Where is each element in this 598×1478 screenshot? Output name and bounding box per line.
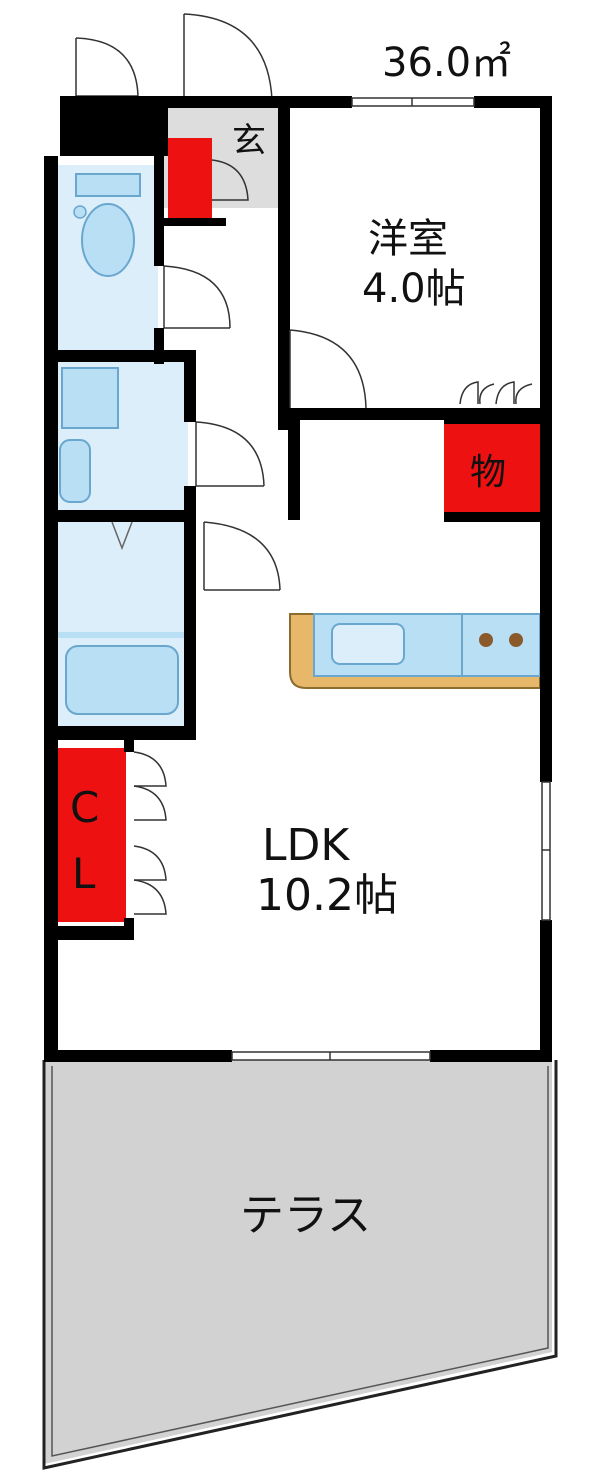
- terrace: [42, 1060, 558, 1470]
- terrace-railing: [42, 1060, 558, 1470]
- storage-blocks: [58, 138, 542, 922]
- terrace-floor: [44, 1060, 552, 1464]
- genkan-label: 玄: [232, 121, 266, 161]
- closet-cl: [58, 748, 126, 922]
- window-terrace: [231, 1051, 431, 1061]
- toilet-bowl-icon: [81, 203, 135, 277]
- terrace-railing-inner: [51, 1066, 549, 1457]
- ldk-size: 10.2帖: [256, 870, 398, 921]
- labels: 36.0㎡ 玄 洋室 4.0帖 物 C L LDK 10.2帖 テラス: [70, 40, 511, 1241]
- storage-label: 物: [470, 452, 506, 493]
- kitchen-sink-icon: [331, 623, 405, 665]
- western-room-size: 4.0帖: [362, 266, 466, 312]
- wash-basin-icon: [59, 439, 91, 503]
- toilet-paper-icon: [73, 205, 87, 219]
- closet-label-c: C: [70, 783, 99, 832]
- stove-burner-left-icon: [479, 633, 493, 647]
- stove-burner-right-icon: [509, 633, 523, 647]
- fixtures: [58, 173, 541, 715]
- washing-machine-space: [61, 367, 119, 429]
- entry-doors: [75, 13, 273, 101]
- closet-label-l: L: [72, 849, 96, 898]
- bathroom-floor-tile: [58, 632, 188, 638]
- walls: [44, 96, 552, 1062]
- bathtub-icon: [65, 645, 179, 715]
- window-western: [351, 97, 475, 107]
- windows: [231, 97, 551, 1061]
- ldk-name: LDK: [262, 820, 350, 871]
- area-label: 36.0㎡: [382, 40, 511, 86]
- curtain-mark: [111, 521, 133, 551]
- toilet-tank: [75, 173, 141, 197]
- western-room-name: 洋室: [368, 216, 448, 262]
- storage-mono: [444, 424, 542, 516]
- terrace-label: テラス: [240, 1190, 371, 1241]
- shoe-cabinet: [168, 138, 212, 222]
- interior-doors: [133, 159, 533, 915]
- window-ldk-side: [541, 781, 551, 921]
